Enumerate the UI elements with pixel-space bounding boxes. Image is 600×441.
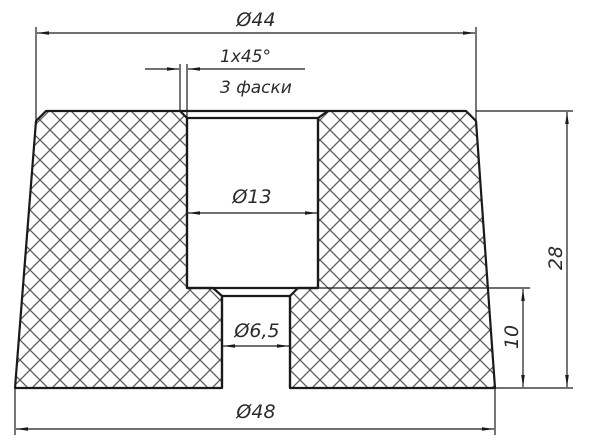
small-bore-height-label: 10	[501, 325, 523, 349]
bottom-diameter-label: Ø48	[235, 401, 275, 423]
small-bore-diameter-label: Ø6,5	[233, 320, 279, 342]
dimension-top-diameter	[35, 27, 477, 121]
bore-diameter-label: Ø13	[231, 186, 271, 208]
dimension-bottom-diameter	[14, 388, 496, 435]
top-diameter-label: Ø44	[235, 9, 275, 31]
left-section-half	[13, 109, 224, 390]
dimension-total-height	[290, 110, 573, 389]
total-height-label: 28	[545, 246, 567, 270]
right-section-half	[288, 109, 497, 390]
chamfer-leader	[145, 64, 305, 118]
chamfer-note-size: 1x45°	[220, 47, 271, 67]
chamfer-note-count: 3 фаски	[220, 78, 292, 98]
